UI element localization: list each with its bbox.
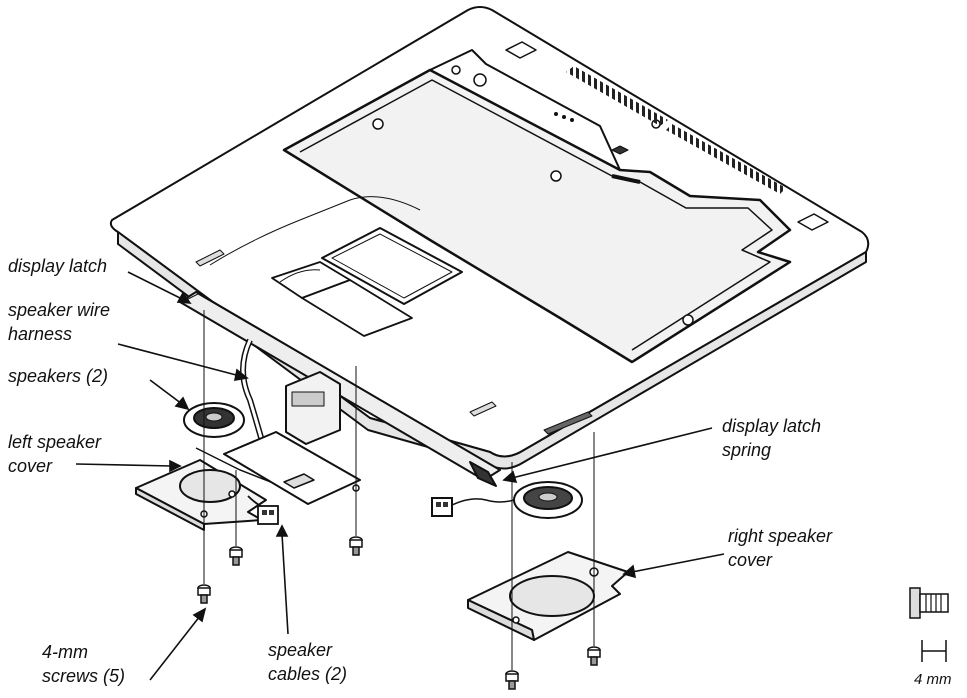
leader-display-latch	[127, 271, 192, 304]
label-speaker-cables: speaker cables (2)	[268, 640, 348, 684]
label-speakers: speakers (2)	[8, 366, 109, 386]
screw	[349, 536, 363, 556]
leader-display-latch-spring	[502, 427, 713, 484]
scale-bar	[921, 640, 947, 662]
vent-slots	[566, 66, 786, 194]
screws	[197, 536, 601, 690]
leader-speaker-cables	[275, 524, 289, 635]
label-right-speaker-cover: right speaker cover	[728, 526, 833, 570]
label-left-speaker-cover: left speaker cover	[8, 432, 102, 476]
leader-speaker-wire-harness	[117, 343, 249, 381]
left-speaker-cover	[135, 459, 267, 531]
screw	[229, 546, 243, 566]
screw	[197, 584, 211, 604]
alignment-lines	[203, 310, 595, 670]
screw	[587, 646, 601, 666]
label-speaker-wire-harness: speaker wire harness	[8, 300, 111, 344]
leader-left-speaker-cover	[75, 459, 182, 473]
right-speaker-cover	[467, 551, 629, 641]
right-speaker	[431, 481, 583, 519]
leader-lines	[75, 271, 725, 681]
leader-speakers	[149, 379, 190, 411]
label-display-latch-spring: display latch spring	[722, 416, 822, 460]
leader-right-speaker-cover	[622, 553, 725, 579]
label-display-latch: display latch	[8, 256, 108, 276]
leader-screws	[149, 607, 207, 681]
left-speaker	[183, 402, 245, 438]
label-scale: 4 mm	[914, 671, 952, 688]
palm-rest-assembly	[109, 6, 870, 470]
scale-screw-icon	[909, 587, 949, 619]
label-screws: 4-mm screws (5)	[42, 642, 126, 686]
screw	[505, 670, 519, 690]
left-speaker-cable-plug	[247, 495, 279, 525]
